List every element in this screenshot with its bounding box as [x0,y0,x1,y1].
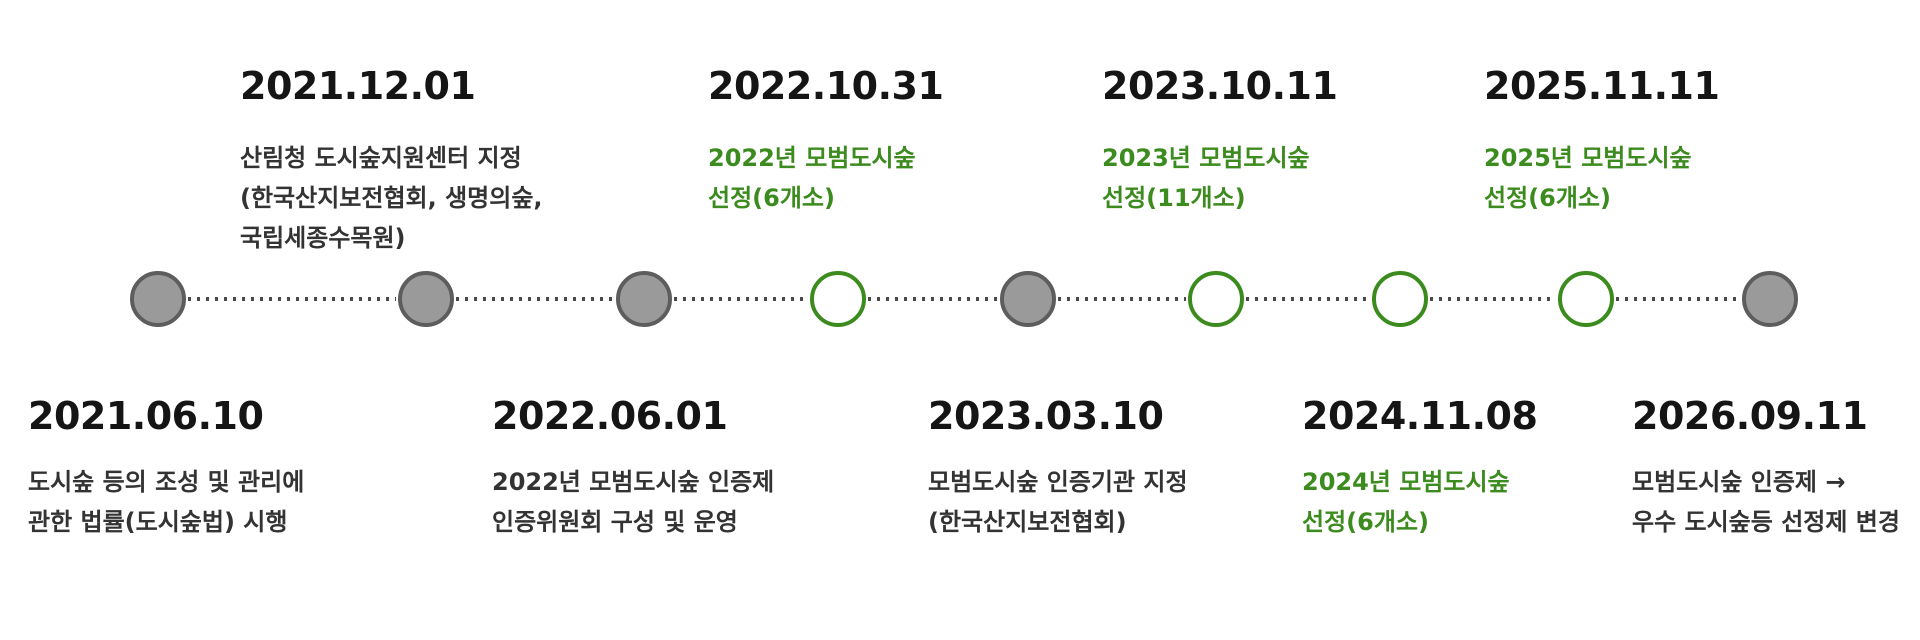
event-description: 산림청 도시숲지원센터 지정 (한국산지보전협회, 생명의숲, 국립세종수목원) [240,138,543,258]
timeline-node-green [1558,271,1614,327]
event-date: 2023.03.10 [928,394,1164,438]
event-description-line: 선정(6개소) [1484,184,1611,212]
event-description-line: 도시숲 등의 조성 및 관리에 [28,468,305,496]
event-description-line: 선정(11개소) [1102,184,1246,212]
event-description-line: 관한 법률(도시숲법) 시행 [28,508,288,536]
event-date: 2021.06.10 [28,394,264,438]
event-description-line: 선정(6개소) [1302,508,1429,536]
timeline-node-green [1188,271,1244,327]
event-description-line: 선정(6개소) [708,184,835,212]
event-description-line: 2022년 모범도시숲 인증제 [492,468,775,496]
timeline-node-gray [1000,271,1056,327]
timeline-node-gray [398,271,454,327]
event-description-line: 2025년 모범도시숲 [1484,144,1692,172]
timeline-node-gray [130,271,186,327]
event-description-line: 산림청 도시숲지원센터 지정 [240,144,522,172]
event-description-line: (한국산지보전협회, 생명의숲, [240,184,543,212]
timeline-node-green [810,271,866,327]
event-date: 2024.11.08 [1302,394,1538,438]
event-date: 2023.10.11 [1102,64,1338,108]
timeline-event: 2026.09.11 모범도시숲 인증제 → 우수 도시숲등 선정제 변경 [1632,392,1900,542]
event-description-line: 2023년 모범도시숲 [1102,144,1310,172]
event-description-line: 인증위원회 구성 및 운영 [492,508,738,536]
timeline-node-gray [616,271,672,327]
timeline-node-green [1372,271,1428,327]
event-description-line: 우수 도시숲등 선정제 변경 [1632,508,1900,536]
event-date: 2026.09.11 [1632,394,1868,438]
event-description: 모범도시숲 인증제 → 우수 도시숲등 선정제 변경 [1632,462,1900,542]
event-date: 2025.11.11 [1484,64,1720,108]
event-description-line: 국립세종수목원) [240,224,406,252]
timeline-event: 2023.03.10 모범도시숲 인증기관 지정 (한국산지보전협회) [928,392,1188,542]
event-description-line: 2024년 모범도시숲 [1302,468,1510,496]
event-description-line: (한국산지보전협회) [928,508,1127,536]
event-date: 2022.10.31 [708,64,944,108]
event-date: 2022.06.01 [492,394,728,438]
event-description-line: 모범도시숲 인증기관 지정 [928,468,1188,496]
event-description: 모범도시숲 인증기관 지정 (한국산지보전협회) [928,462,1188,542]
event-date: 2021.12.01 [240,64,476,108]
event-description-line: 2022년 모범도시숲 [708,144,916,172]
timeline-event: 2021.12.01 산림청 도시숲지원센터 지정 (한국산지보전협회, 생명의숲,… [240,62,543,258]
event-description-line: 모범도시숲 인증제 → [1632,468,1846,496]
timeline-node-gray [1742,271,1798,327]
